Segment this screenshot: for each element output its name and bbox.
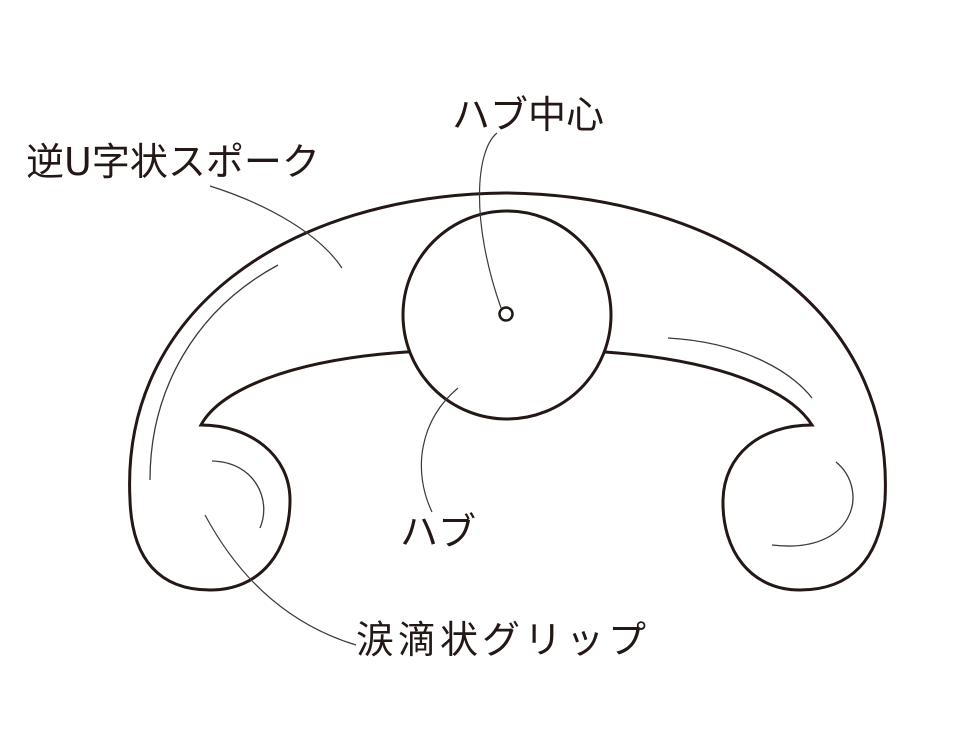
leader-line-hub-center xyxy=(478,132,502,309)
hub-label: ハブ xyxy=(400,510,477,554)
highlight-right-arc xyxy=(667,337,813,399)
leader-line-hub xyxy=(420,387,459,513)
spoke-label: 逆U字状スポーク xyxy=(26,140,320,184)
hub-center-dot xyxy=(498,306,514,322)
highlight-right-grip xyxy=(771,461,854,547)
highlight-left-grip xyxy=(211,460,265,529)
wheel-body-outline xyxy=(128,191,887,592)
grip-label: 涙滴状グリップ xyxy=(356,618,651,662)
highlight-left-arc xyxy=(149,264,279,481)
hub-center-label: ハブ中心 xyxy=(452,93,605,137)
leader-line-spoke xyxy=(209,185,343,269)
leader-line-grip xyxy=(204,514,357,646)
